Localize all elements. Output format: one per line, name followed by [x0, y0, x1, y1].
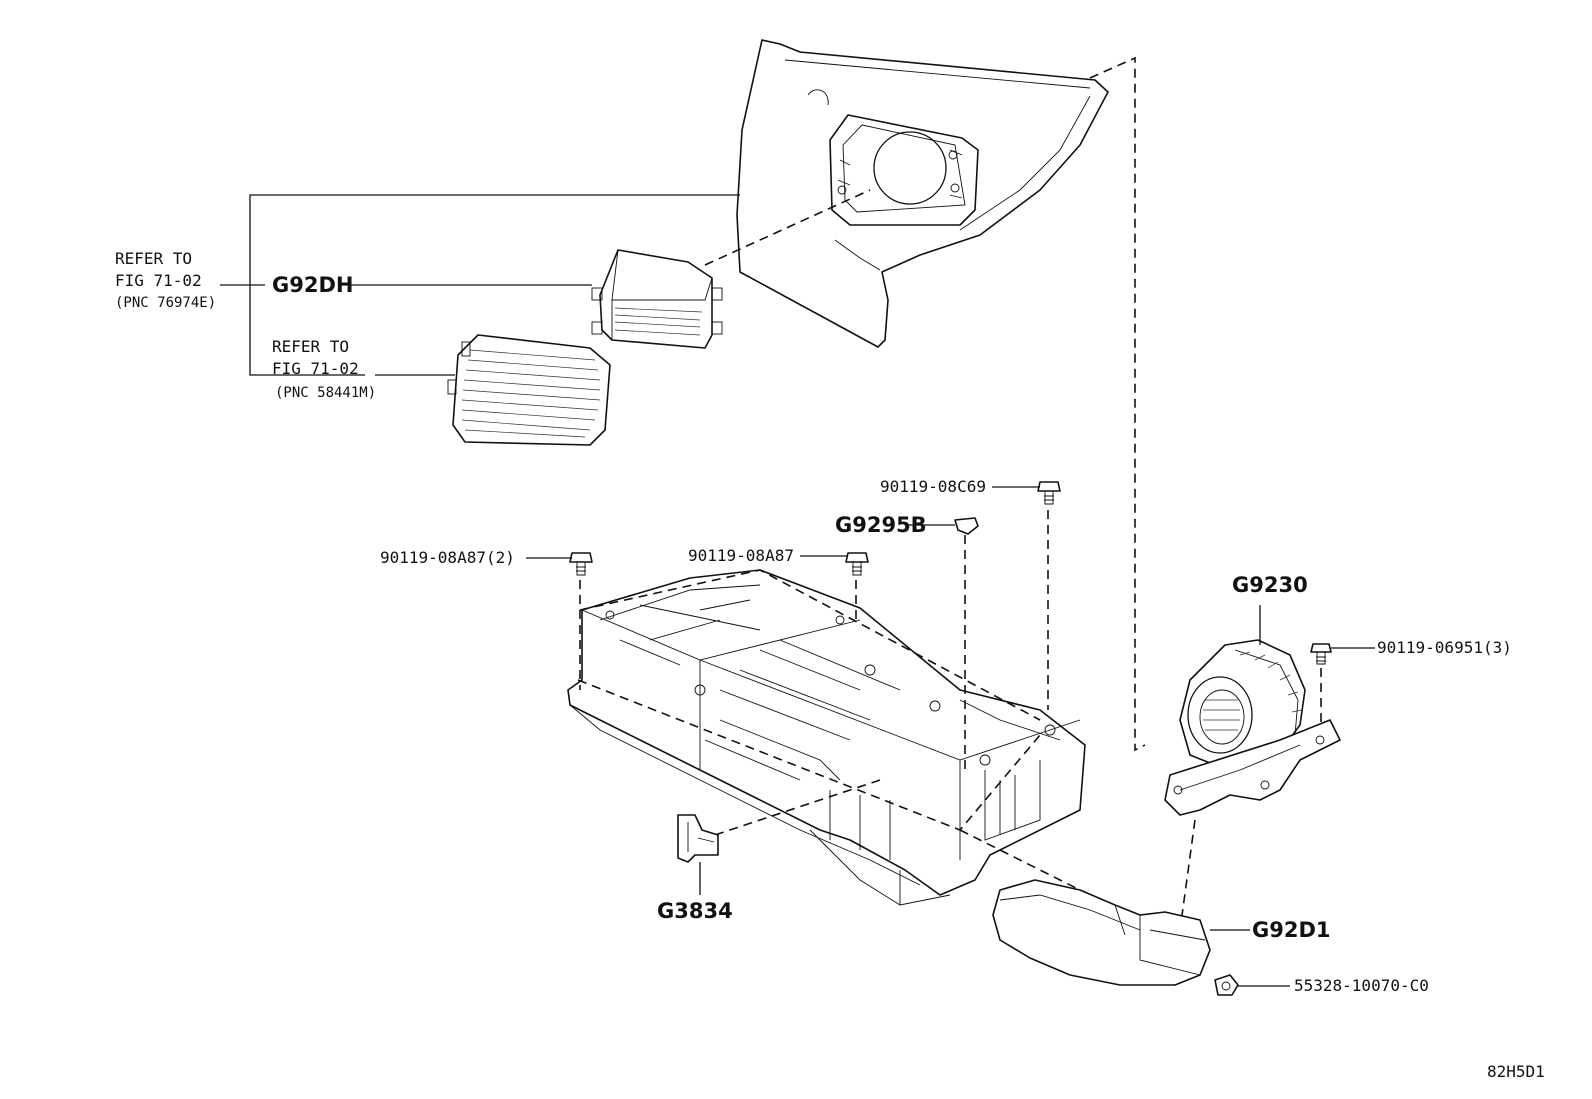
refer2-pnc: (PNC 58441M)	[275, 385, 376, 401]
label-bolt-08c69[interactable]: 90119-08C69	[880, 477, 986, 496]
clip-g9295b-icon	[954, 517, 979, 535]
dashed-g92dh-to-panel	[704, 189, 871, 266]
label-g3834[interactable]: G3834	[657, 899, 733, 923]
label-g92d1[interactable]: G92D1	[1252, 918, 1331, 942]
refer1-line2: FIG 71-02	[115, 271, 202, 290]
bolt-08a87-icon	[845, 552, 869, 576]
bolt-08c69-icon	[1037, 481, 1061, 505]
battery-assembly	[567, 569, 1086, 906]
g9230-blower	[1164, 639, 1341, 816]
label-nut-55328[interactable]: 55328-10070-C0	[1294, 976, 1429, 995]
dashed-blower-to-duct	[1179, 819, 1196, 931]
dashed-battery-outline	[579, 569, 1041, 721]
refer1-line1: REFER TO	[115, 249, 192, 268]
label-bolt-08a87-2[interactable]: 90119-08A87(2)	[380, 548, 515, 567]
refer2-line2: FIG 71-02	[272, 359, 359, 378]
bolt-08a87-2-icon	[569, 552, 593, 576]
label-bolt-08a87[interactable]: 90119-08A87	[688, 546, 794, 565]
diagram-code: 82H5D1	[1487, 1062, 1545, 1081]
label-g9295b[interactable]: G9295B	[835, 513, 927, 537]
label-g9230[interactable]: G9230	[1232, 573, 1308, 597]
g3834-bracket	[677, 814, 719, 863]
dashed-guide-panel-right	[1089, 56, 1146, 752]
refer1-pnc: (PNC 76974E)	[115, 295, 216, 311]
bolt-06951-icon	[1310, 643, 1332, 665]
nut-55328-icon	[1214, 974, 1239, 996]
speaker-grille	[447, 334, 611, 446]
refer2-line1: REFER TO	[272, 337, 349, 356]
quarter-trim-panel	[736, 39, 1109, 348]
g92d1-duct	[992, 879, 1211, 986]
dashed-battery-to-duct	[959, 829, 1151, 926]
g92dh-cover	[591, 249, 723, 349]
label-g92dh[interactable]: G92DH	[272, 273, 353, 297]
label-bolt-06951-3[interactable]: 90119-06951(3)	[1377, 638, 1512, 657]
